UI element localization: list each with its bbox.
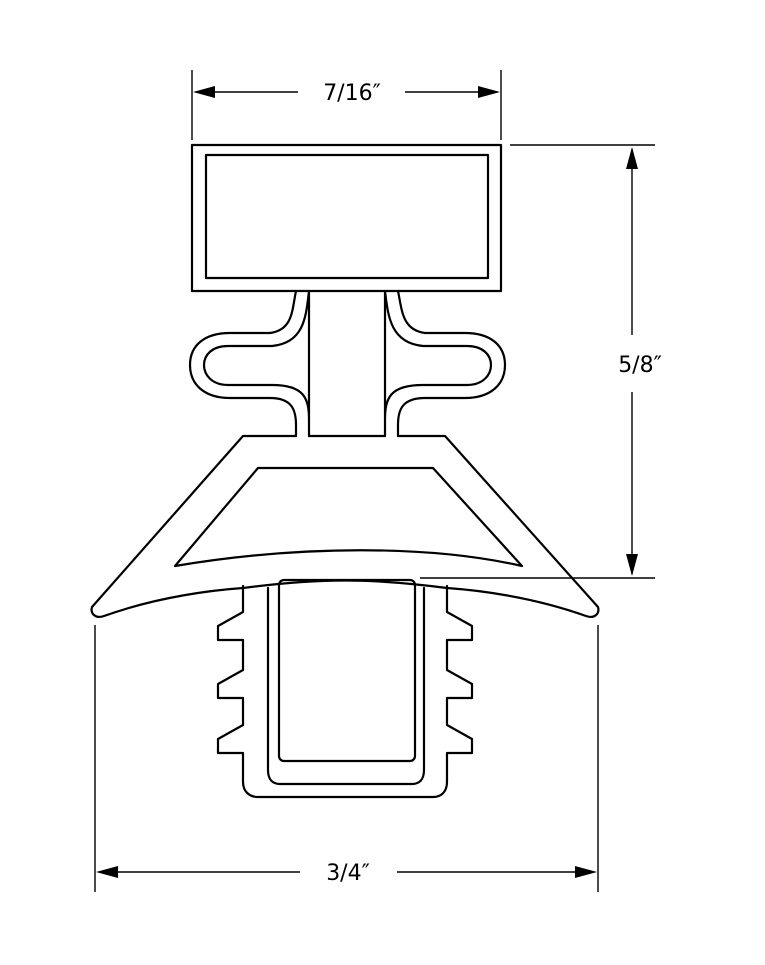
- magnet-housing: [190, 143, 503, 293]
- flared-lip: [90, 434, 600, 618]
- dimension-label-height: 5/8″: [618, 353, 662, 378]
- dimension-label-bottom-width: 3/4″: [326, 861, 370, 886]
- dimension-top-width: 7/16″: [191, 70, 502, 140]
- dimension-height: 5/8″: [420, 144, 662, 579]
- bellows-section: [188, 289, 507, 438]
- dimension-bottom-width: 3/4″: [94, 625, 599, 892]
- dimension-label-top-width: 7/16″: [323, 81, 381, 106]
- dart-section: [216, 578, 474, 799]
